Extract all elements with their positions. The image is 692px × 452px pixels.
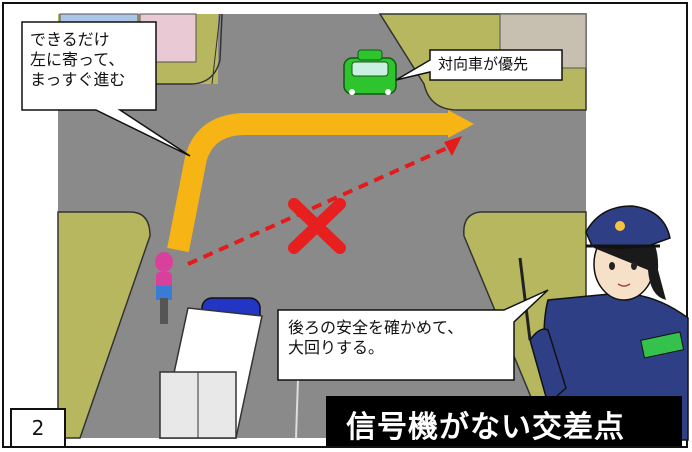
white-truck-icon (159, 307, 263, 439)
x-mark-icon (288, 198, 346, 254)
bubble-officer-advice (277, 289, 549, 381)
bubble-oncoming-priority-text: 対向車が優先 (438, 55, 529, 73)
bottom-left-block (57, 211, 151, 439)
green-car-icon (343, 49, 397, 95)
bubble-left-instruction-text: できるだけ 左に寄って、 まっすぐ進む (30, 30, 126, 89)
title-text: 信号機がない交差点 (346, 410, 625, 445)
bubble-officer-advice-text: 後ろの安全を確かめて、 大回りする。 (288, 318, 464, 357)
panel-number-box: 2 (10, 408, 66, 448)
wrong-diagonal-path (187, 136, 462, 266)
title-banner: 信号機がない交差点 (326, 396, 682, 446)
road-edge-line (211, 13, 221, 85)
right-turn-arrow (167, 110, 474, 253)
cyclist-icon (155, 252, 173, 324)
bubble-oncoming-priority (395, 49, 563, 81)
bubble-left-instruction (21, 21, 191, 157)
panel-number: 2 (31, 416, 45, 440)
